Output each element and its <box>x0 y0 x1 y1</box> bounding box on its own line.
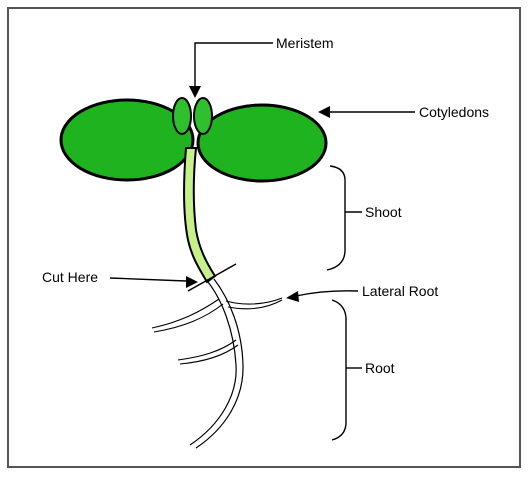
frame-border <box>8 8 520 467</box>
label-root: Root <box>365 360 395 376</box>
label-lateral-root: Lateral Root <box>362 283 438 299</box>
label-meristem: Meristem <box>276 35 334 51</box>
label-shoot: Shoot <box>365 204 402 220</box>
meristem-right-lobe <box>194 98 212 134</box>
label-cut-here: Cut Here <box>42 269 98 285</box>
meristem-left-lobe <box>173 98 191 134</box>
label-cotyledons: Cotyledons <box>419 104 489 120</box>
right-cotyledon <box>198 105 326 181</box>
